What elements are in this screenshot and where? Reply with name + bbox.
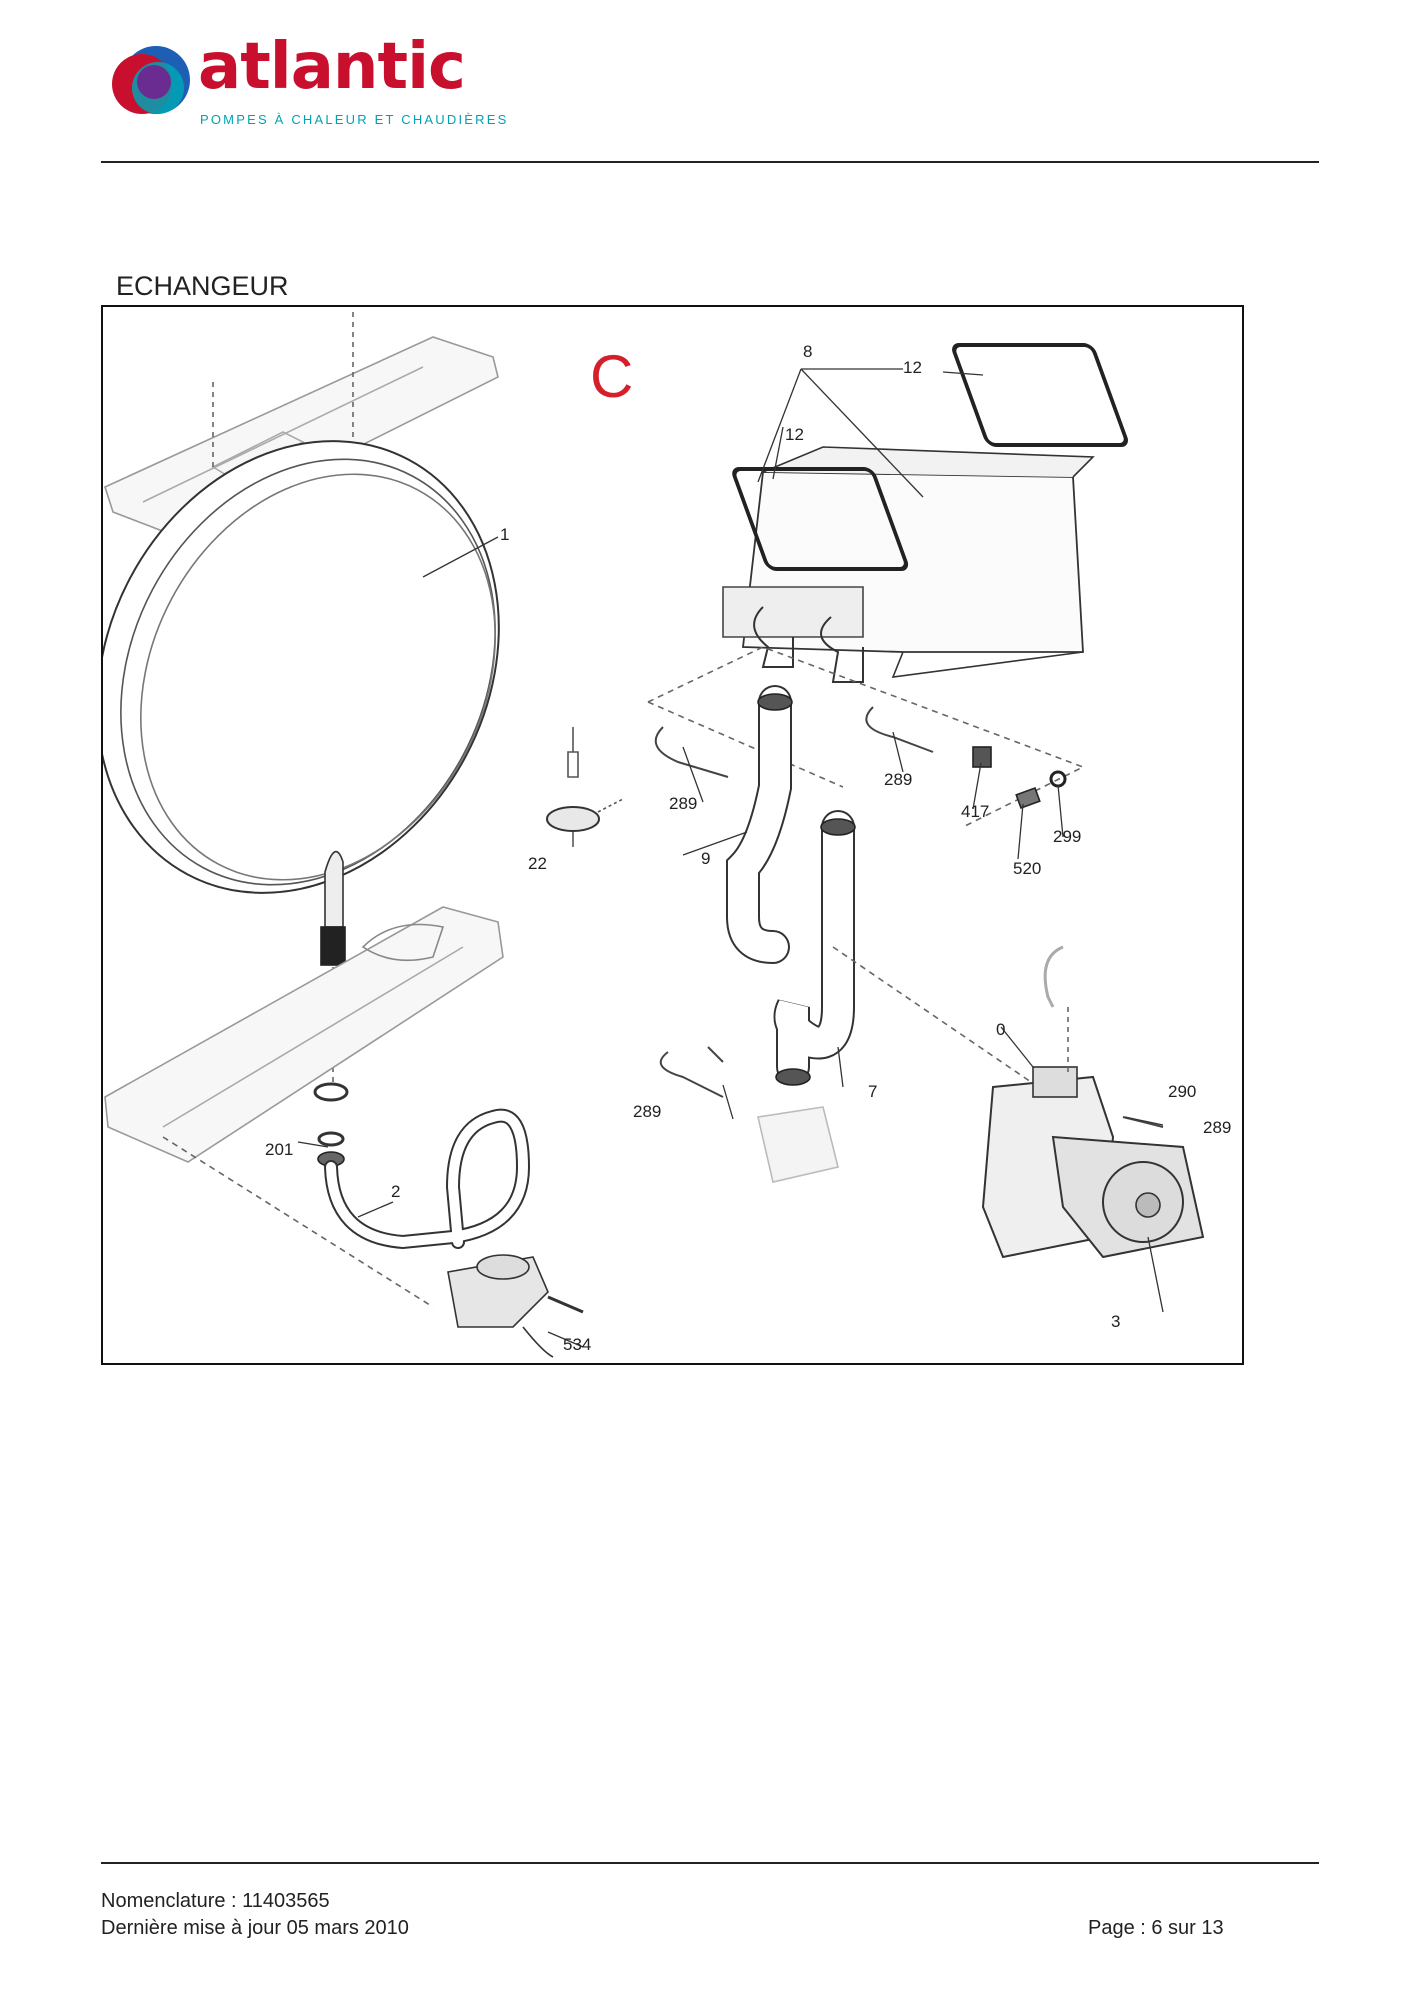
callout-22: 22 xyxy=(528,854,547,873)
upper-bracket xyxy=(104,336,499,538)
last-updated: Dernière mise à jour 05 mars 2010 xyxy=(101,1917,409,1939)
callout-12-left: 12 xyxy=(785,425,804,444)
sheet-letter: C xyxy=(590,343,633,410)
callout-12-top: 12 xyxy=(903,358,922,377)
callout-9: 9 xyxy=(701,849,710,868)
expansion-vessel xyxy=(103,440,500,894)
callout-417: 417 xyxy=(961,802,989,821)
nomenclature-number: Nomenclature : 11403565 xyxy=(101,1890,330,1912)
callout-1: 1 xyxy=(500,525,509,544)
callout-299: 299 xyxy=(1053,827,1081,846)
callout-520: 520 xyxy=(1013,859,1041,878)
callout-534: 534 xyxy=(563,1335,591,1354)
brand-name: atlantic xyxy=(198,30,466,104)
callout-7: 7 xyxy=(868,1082,877,1101)
lower-bracket xyxy=(104,906,504,1163)
exploded-parts-diagram: C 1 2 3 7 8 9 12 12 22 201 289 289 289 2… xyxy=(101,305,1244,1365)
brand-tagline: POMPES À CHALEUR ET CHAUDIÈRES xyxy=(200,112,509,127)
atlantic-logo: atlantic POMPES À CHALEUR ET CHAUDIÈRES xyxy=(112,30,506,136)
callout-289-pump: 289 xyxy=(1203,1118,1231,1137)
page-number: Page : 6 sur 13 xyxy=(1088,1917,1224,1939)
callout-0: 0 xyxy=(996,1020,1005,1039)
callout-290: 290 xyxy=(1168,1082,1196,1101)
footer-divider xyxy=(101,1862,1319,1864)
callout-201: 201 xyxy=(265,1140,293,1159)
section-title: ECHANGEUR xyxy=(116,271,289,301)
header-divider xyxy=(101,161,1319,163)
callout-8: 8 xyxy=(803,342,812,361)
callout-289-left: 289 xyxy=(669,794,697,813)
logo-swirl-icon xyxy=(112,46,190,114)
callout-3: 3 xyxy=(1111,1312,1120,1331)
callout-2: 2 xyxy=(391,1182,400,1201)
callout-289-right: 289 xyxy=(884,770,912,789)
parts-drawing: C 1 2 3 7 8 9 12 12 22 201 289 289 289 2… xyxy=(103,312,1231,1358)
callout-289-lower: 289 xyxy=(633,1102,661,1121)
